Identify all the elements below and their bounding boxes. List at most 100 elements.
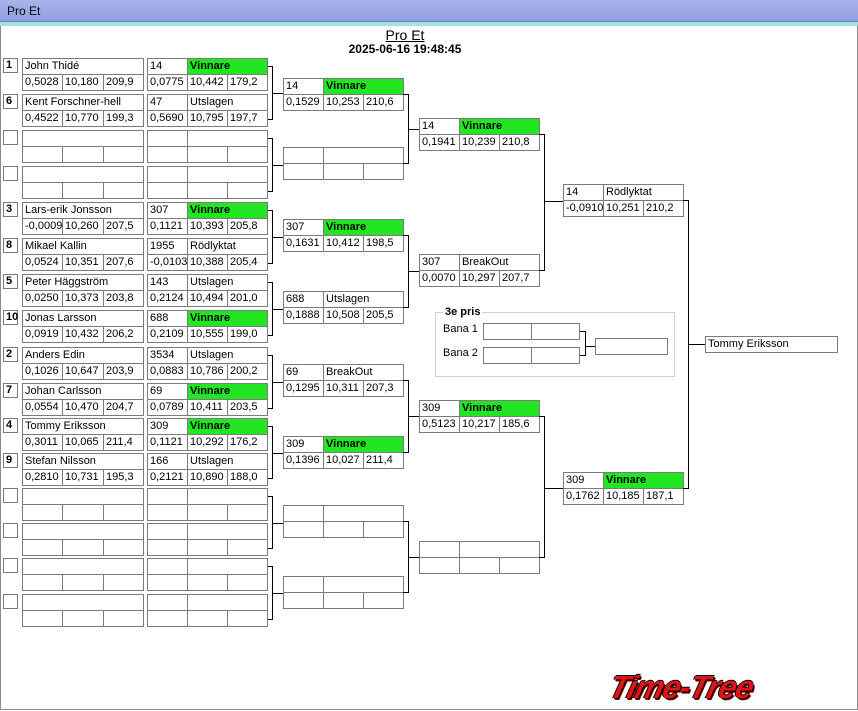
car-number: 143: [147, 274, 188, 291]
speed: 195,3: [103, 469, 144, 486]
status-badge: Utslagen: [187, 453, 268, 470]
speed: [103, 610, 144, 627]
status-badge: [187, 166, 268, 183]
speed: 210,6: [363, 94, 404, 111]
reaction-time: 0,5028: [22, 74, 63, 91]
car-number: 688: [147, 310, 188, 327]
elapsed-time: 10,185: [603, 488, 644, 505]
driver-name[interactable]: Mikael Kallin: [22, 238, 144, 255]
elapsed-time: [62, 539, 104, 556]
seed-number[interactable]: 9: [3, 453, 18, 468]
speed: 211,4: [103, 434, 144, 451]
reaction-time: 0,2124: [147, 290, 188, 307]
car-number: 309: [419, 400, 460, 417]
seed-number[interactable]: [3, 130, 18, 145]
bracket-connector: [268, 66, 273, 67]
elapsed-time: 10,373: [62, 290, 104, 307]
seed-number[interactable]: 1: [3, 58, 18, 73]
speed: [227, 574, 268, 591]
elapsed-time: 10,442: [187, 74, 228, 91]
status-badge: Vinnare: [323, 436, 404, 453]
driver-name[interactable]: [22, 594, 144, 611]
driver-name[interactable]: Kent Forschner-hell: [22, 94, 144, 111]
driver-name[interactable]: Tommy Eriksson: [22, 418, 144, 435]
driver-name[interactable]: Lars-erik Jonsson: [22, 202, 144, 219]
seed-number[interactable]: 6: [3, 94, 18, 109]
seed-number[interactable]: [3, 558, 18, 573]
seed-number[interactable]: 10: [3, 310, 18, 325]
seed-number[interactable]: 7: [3, 383, 18, 398]
status-badge: BreakOut: [459, 254, 540, 271]
reaction-time: -0,0103: [147, 254, 188, 271]
reaction-time: 0,5690: [147, 110, 188, 127]
reaction-time: 0,1121: [147, 434, 188, 451]
reaction-time: [147, 146, 188, 163]
speed: [103, 539, 144, 556]
seed-number[interactable]: [3, 594, 18, 609]
speed: [227, 504, 268, 521]
speed: [227, 539, 268, 556]
seed-number[interactable]: 5: [3, 274, 18, 289]
bracket-connector: [272, 382, 283, 383]
driver-name[interactable]: Jonas Larsson: [22, 310, 144, 327]
seed-number[interactable]: 8: [3, 238, 18, 253]
bracket-connector: [585, 346, 595, 347]
car-number: [283, 147, 324, 164]
bracket-connector: [268, 426, 273, 427]
seed-number[interactable]: 2: [3, 347, 18, 362]
reaction-time: 0,0070: [419, 270, 460, 287]
car-number: 69: [283, 364, 324, 381]
driver-name[interactable]: [22, 558, 144, 575]
reaction-time: [147, 182, 188, 199]
driver-name[interactable]: John Thidé: [22, 58, 144, 75]
elapsed-time: 10,412: [323, 235, 364, 252]
driver-name[interactable]: [22, 166, 144, 183]
bracket-connector: [403, 307, 408, 308]
car-number: 166: [147, 453, 188, 470]
reaction-time: [22, 146, 63, 163]
driver-name[interactable]: [22, 523, 144, 540]
status-badge: [323, 505, 404, 522]
car-number: 309: [147, 418, 188, 435]
seed-number[interactable]: [3, 166, 18, 181]
speed: [363, 592, 404, 609]
bracket-connector: [539, 134, 544, 135]
car-number: [419, 541, 460, 558]
status-badge: Vinnare: [459, 118, 540, 135]
reaction-time: [283, 521, 324, 538]
bracket-connector: [403, 521, 408, 522]
driver-name[interactable]: Johan Carlsson: [22, 383, 144, 400]
speed: [227, 182, 268, 199]
elapsed-time: 10,065: [62, 434, 104, 451]
speed: 188,0: [227, 469, 268, 486]
bracket-connector: [268, 548, 273, 549]
seed-number[interactable]: 3: [3, 202, 18, 217]
bracket-connector: [403, 452, 408, 453]
car-number: 307: [147, 202, 188, 219]
driver-name[interactable]: Peter Häggström: [22, 274, 144, 291]
status-badge: Vinnare: [459, 400, 540, 417]
elapsed-time: [62, 504, 104, 521]
elapsed-time: 10,508: [323, 307, 364, 324]
driver-name[interactable]: [22, 488, 144, 505]
bracket-connector: [268, 138, 273, 139]
reaction-time: [147, 539, 188, 556]
speed: 176,2: [227, 434, 268, 451]
elapsed-time: 10,786: [187, 363, 228, 380]
car-number: [147, 558, 188, 575]
status-badge: Vinnare: [187, 310, 268, 327]
driver-name[interactable]: Anders Edin: [22, 347, 144, 364]
elapsed-time: 10,432: [62, 326, 104, 343]
elapsed-time: 10,470: [62, 399, 104, 416]
reaction-time: 0,2121: [147, 469, 188, 486]
car-number: 307: [419, 254, 460, 271]
driver-name[interactable]: Stefan Nilsson: [22, 453, 144, 470]
third-place-group: [435, 312, 675, 377]
elapsed-time: 10,731: [62, 469, 104, 486]
seed-number[interactable]: [3, 523, 18, 538]
speed: 203,9: [103, 363, 144, 380]
driver-name[interactable]: [22, 130, 144, 147]
seed-number[interactable]: [3, 488, 18, 503]
seed-number[interactable]: 4: [3, 418, 18, 433]
elapsed-time: 10,351: [62, 254, 104, 271]
